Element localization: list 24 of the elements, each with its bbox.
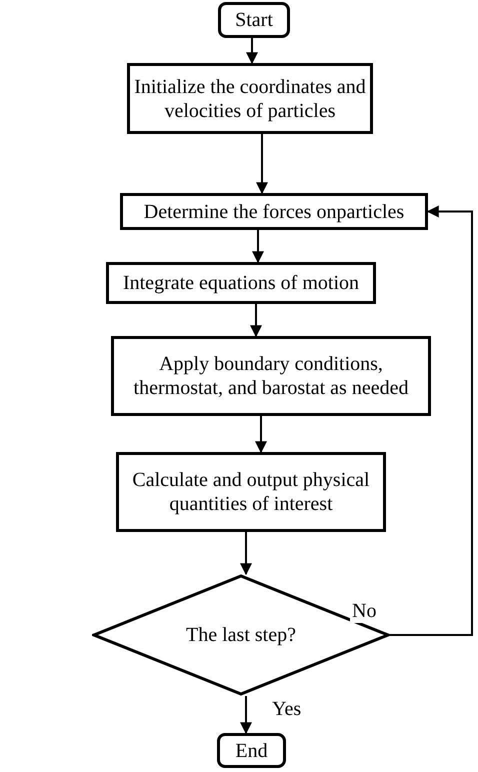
process-box bbox=[120, 193, 428, 230]
node-text: Determine the forces onparticles bbox=[144, 200, 404, 224]
node-text: Apply boundary conditions, thermostat, and barostat as needed bbox=[132, 352, 410, 400]
arrow bbox=[252, 230, 264, 264]
node-text: Start bbox=[235, 8, 273, 32]
node-text: Initialize the coordinates and velocities of particles bbox=[134, 74, 366, 122]
arrow bbox=[250, 304, 262, 338]
node-text: End bbox=[235, 738, 268, 762]
arrow bbox=[240, 532, 252, 576]
process-box bbox=[127, 63, 373, 134]
terminal-box bbox=[217, 733, 286, 768]
arrow bbox=[256, 134, 268, 194]
node-text: Calculate and output physical quantities of interest bbox=[131, 468, 371, 516]
arrow bbox=[390, 206, 473, 636]
decision-diamond bbox=[92, 574, 390, 696]
terminal-box bbox=[218, 2, 290, 38]
process-box bbox=[111, 336, 431, 416]
process-box bbox=[116, 452, 386, 532]
node-text: Integrate equations of motion bbox=[122, 271, 360, 295]
process-box bbox=[106, 262, 376, 304]
arrow bbox=[240, 696, 252, 734]
node-text: The last step? bbox=[186, 623, 296, 647]
arrow bbox=[246, 38, 258, 64]
arrow bbox=[255, 416, 267, 454]
